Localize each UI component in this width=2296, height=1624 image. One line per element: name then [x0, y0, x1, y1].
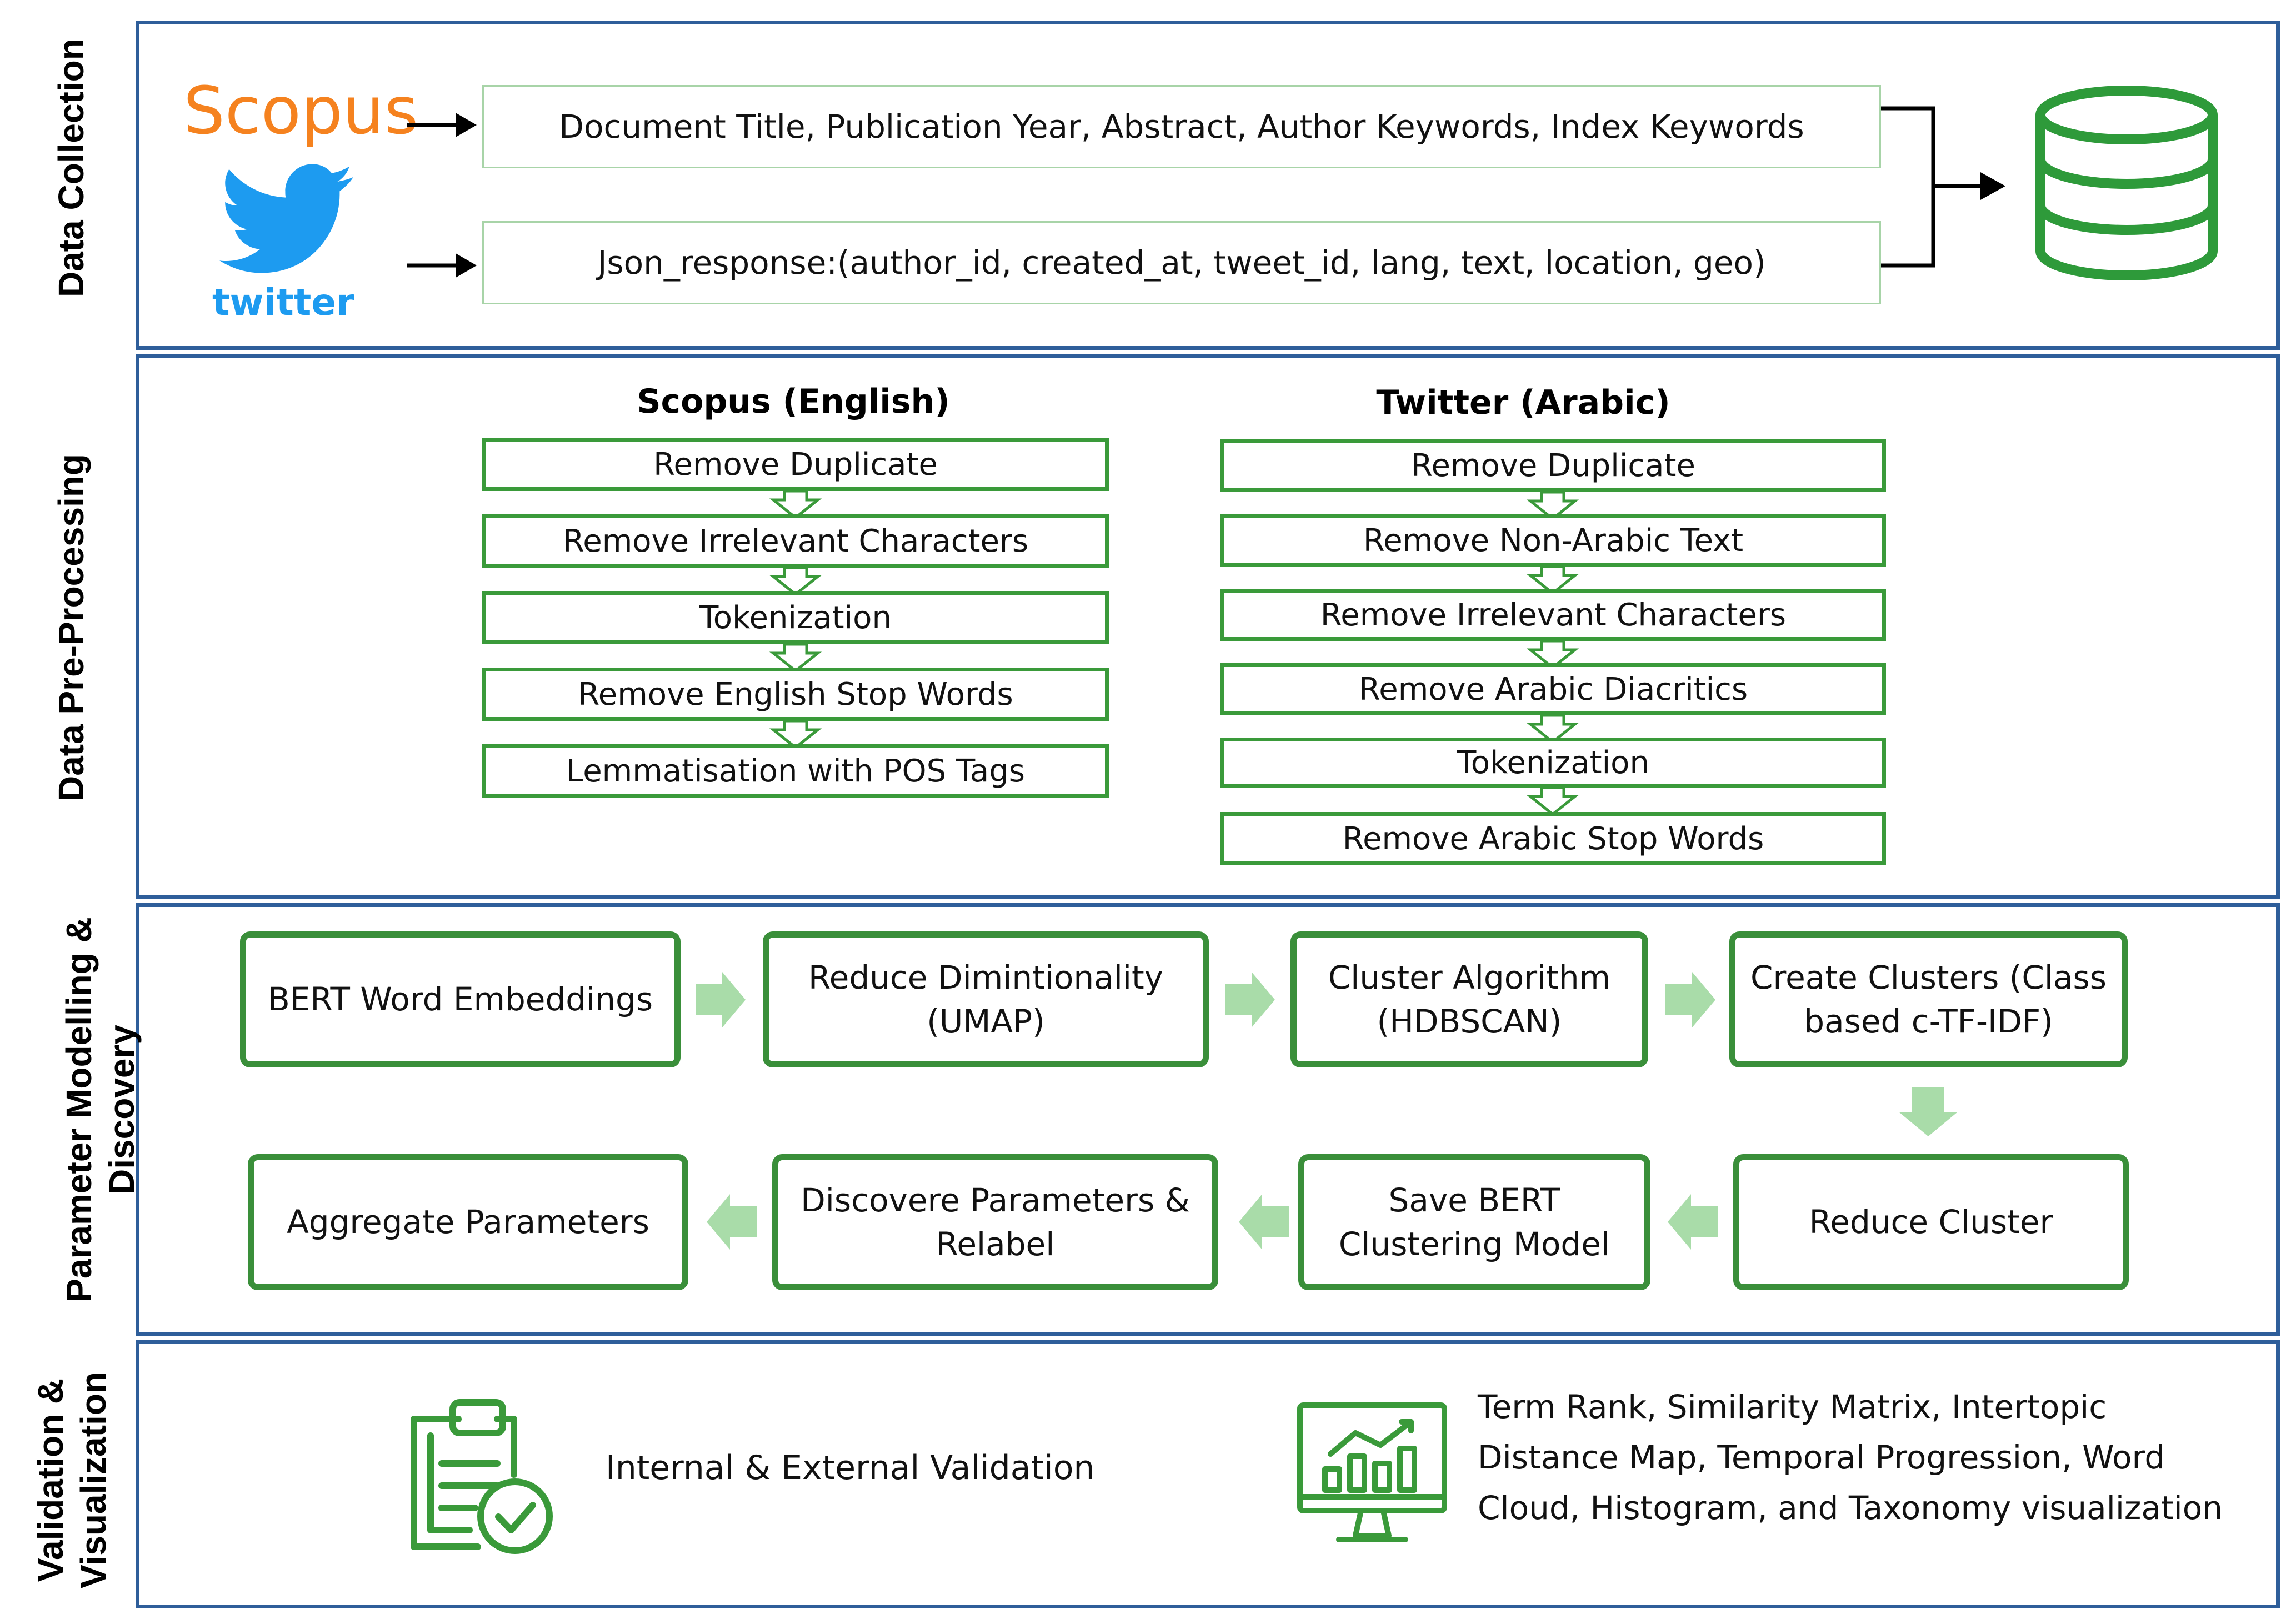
arrow-right-1 — [696, 972, 746, 1027]
scopus-step-tokenization: Tokenization — [482, 591, 1109, 644]
twitter-arabic-heading: Twitter (Arabic) — [1376, 383, 1670, 422]
arrow-down — [1899, 1087, 1958, 1136]
cluster-algorithm-line1: Cluster Algorithm — [1328, 959, 1611, 997]
arrows-to-fields — [407, 106, 2005, 278]
reduce-dimensionality-line2: (UMAP) — [927, 1002, 1045, 1040]
visualization-text: Term Rank, Similarity Matrix, Intertopic… — [1478, 1382, 2223, 1533]
arrow-left-2 — [1239, 1194, 1289, 1250]
twitter-step-remove-non-arabic-text: Remove Non-Arabic Text — [1220, 514, 1886, 567]
validation-text: Internal & External Validation — [606, 1448, 1095, 1487]
create-clusters-line1: Create Clusters (Class — [1750, 959, 2107, 997]
twitter-step-remove-arabic-diacritics: Remove Arabic Diacritics — [1220, 663, 1886, 715]
discover-parameters-line1: Discovere Parameters & — [801, 1181, 1190, 1220]
scopus-fields-box: Document Title, Publication Year, Abstra… — [482, 85, 1881, 168]
twitter-step-remove-duplicate: Remove Duplicate — [1220, 439, 1886, 492]
arrow-right-2 — [1225, 972, 1275, 1027]
cluster-algorithm-line2: (HDBSCAN) — [1377, 1002, 1562, 1040]
scopus-step-remove-irrelevant-characters: Remove Irrelevant Characters — [482, 514, 1109, 568]
scopus-step-remove-english-stop-words: Remove English Stop Words — [482, 668, 1109, 721]
step-connector-arrows — [769, 489, 1579, 816]
reduce-dimensionality-line1: Reduce Dimintionality — [808, 959, 1164, 997]
reduce-cluster-label: Reduce Cluster — [1809, 1203, 2053, 1241]
database-icon — [2035, 86, 2218, 280]
arrow-left-1 — [1668, 1194, 1718, 1250]
twitter-step-tokenization: Tokenization — [1220, 738, 1886, 788]
flow-arrows — [696, 972, 1958, 1250]
reduce-cluster-box: Reduce Cluster — [1733, 1154, 2129, 1290]
cluster-algorithm-box: Cluster Algorithm (HDBSCAN) — [1290, 931, 1648, 1067]
visualization-line2: Distance Map, Temporal Progression, Word — [1478, 1438, 2165, 1476]
twitter-logo-text: twitter — [212, 281, 354, 324]
scopus-logo: Scopus — [183, 72, 419, 149]
twitter-step-remove-irrelevant-characters: Remove Irrelevant Characters — [1220, 589, 1886, 641]
save-bert-model-line2: Clustering Model — [1338, 1225, 1610, 1263]
scopus-step-remove-duplicate: Remove Duplicate — [482, 438, 1109, 491]
create-clusters-line2: based c-TF-IDF) — [1804, 1002, 2053, 1040]
validation-panel — [136, 1340, 2280, 1608]
create-clusters-box: Create Clusters (Class based c-TF-IDF) — [1729, 931, 2128, 1067]
twitter-bird-icon — [219, 164, 353, 273]
discover-parameters-line2: Relabel — [936, 1225, 1055, 1263]
save-bert-model-line1: Save BERT — [1388, 1181, 1560, 1220]
visualization-line1: Term Rank, Similarity Matrix, Intertopic — [1478, 1388, 2107, 1426]
section-label-validation-line2: Visualization — [73, 1371, 113, 1589]
reduce-dimensionality-box: Reduce Dimintionality (UMAP) — [763, 931, 1209, 1067]
twitter-step-remove-arabic-stop-words: Remove Arabic Stop Words — [1220, 812, 1886, 865]
clipboard-check-icon — [411, 1399, 553, 1554]
section-label-validation-line1: Validation & — [31, 1378, 71, 1582]
bert-word-embeddings-box: BERT Word Embeddings — [240, 931, 681, 1067]
discover-parameters-box: Discovere Parameters & Relabel — [772, 1154, 1218, 1290]
aggregate-parameters-box: Aggregate Parameters — [248, 1154, 688, 1290]
visualization-line3: Cloud, Histogram, and Taxonomy visualiza… — [1478, 1489, 2223, 1527]
scopus-step-lemmatisation: Lemmatisation with POS Tags — [482, 744, 1109, 798]
section-label-validation: Validation & Visualization — [29, 1364, 118, 1597]
aggregate-parameters-label: Aggregate Parameters — [287, 1203, 649, 1241]
scopus-english-heading: Scopus (English) — [637, 382, 950, 421]
bert-word-embeddings-label: BERT Word Embeddings — [267, 980, 653, 1019]
twitter-fields-box: Json_response:(author_id, created_at, tw… — [482, 221, 1881, 304]
monitor-chart-icon — [1297, 1402, 1447, 1542]
arrow-left-3 — [707, 1194, 757, 1250]
arrow-right-3 — [1665, 972, 1715, 1027]
save-bert-model-box: Save BERT Clustering Model — [1298, 1154, 1650, 1290]
